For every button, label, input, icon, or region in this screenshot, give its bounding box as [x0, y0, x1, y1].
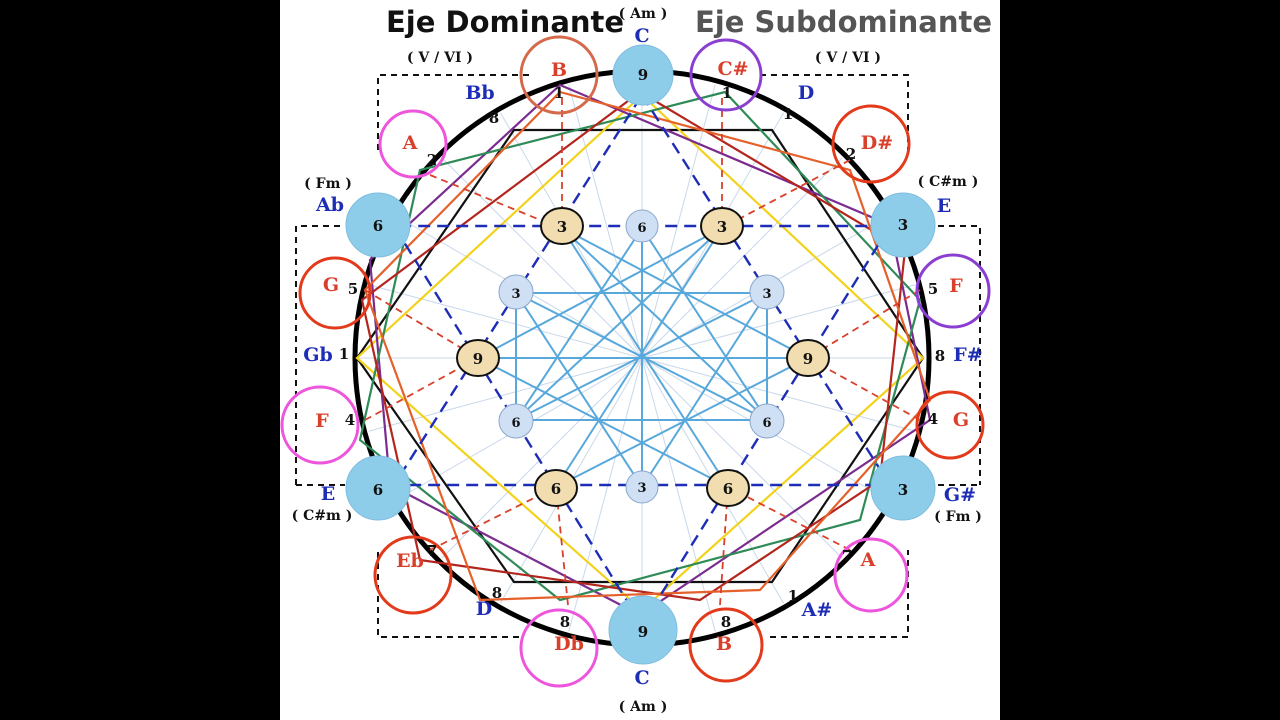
- note-f-left: F: [315, 410, 329, 432]
- node-top: 9: [638, 66, 648, 84]
- yellow-square: [355, 93, 925, 612]
- num-1-right: 1: [783, 105, 793, 123]
- spoke-line: [641, 357, 916, 432]
- node-tan-d2: 6: [723, 480, 733, 498]
- note-b-bottom: B: [716, 633, 732, 655]
- node-ll: 6: [373, 481, 383, 499]
- note-cs: C#: [717, 58, 748, 80]
- spoke-line: [441, 157, 643, 359]
- note-d-top: D: [798, 82, 814, 104]
- chord-fm-bottom: ( Fm ): [934, 509, 982, 525]
- note-e-bottom: E: [321, 483, 335, 505]
- note-ab: Ab: [315, 194, 344, 216]
- node-tan-l: 9: [473, 350, 483, 368]
- num-8-bottom-left: 8: [492, 584, 502, 602]
- note-f-right: F: [949, 275, 963, 297]
- chord-top: ( Am ): [619, 6, 668, 22]
- num-8-bottom-left-2: 8: [560, 613, 570, 631]
- title-left: Eje Dominante: [386, 5, 624, 39]
- num-2-right: 2: [846, 145, 856, 163]
- note-c-bottom: C: [634, 667, 649, 689]
- outer-note-circles: [280, 35, 991, 688]
- num-1-top-right: 1: [722, 84, 732, 102]
- node-tan-r: 9: [803, 350, 813, 368]
- num-5-left: 5: [348, 280, 358, 298]
- note-a-left: A: [402, 132, 418, 154]
- dashed-frames: [295, 74, 981, 638]
- note-eb: Eb: [396, 550, 424, 572]
- node-lb-lr: 6: [762, 416, 771, 431]
- node-tan-u1: 3: [557, 218, 567, 236]
- note-gb: Gb: [303, 344, 333, 366]
- degree-top-right: ( V / VI ): [815, 50, 881, 66]
- chord-csm-bottom: ( C#m ): [292, 508, 353, 524]
- node-lb-ur: 3: [762, 287, 771, 302]
- chord-csm-top: ( C#m ): [918, 174, 979, 190]
- spoke-line: [641, 357, 843, 559]
- note-c-top: C: [634, 25, 649, 47]
- chord-fm-top: ( Fm ): [304, 176, 352, 192]
- note-a-right: A: [860, 549, 876, 571]
- num-1-top-left: 1: [554, 84, 564, 102]
- note-bb: Bb: [465, 82, 494, 104]
- note-fs: F#: [953, 344, 982, 366]
- num-8-mid: 8: [935, 347, 945, 365]
- note-g-right: G: [953, 409, 969, 431]
- note-e-top: E: [937, 195, 951, 217]
- num-8-left: 8: [489, 109, 499, 127]
- spoke-line: [368, 357, 643, 432]
- node-lb-ul: 3: [511, 287, 520, 302]
- light-blue-nodes: [498, 209, 785, 504]
- note-gs: G#: [944, 484, 976, 506]
- num-4-right: 4: [928, 410, 938, 428]
- big-blue-nodes: [345, 44, 936, 665]
- num-1-mid: 1: [339, 345, 349, 363]
- num-8-bottom-right-2: 8: [721, 613, 731, 631]
- note-b-top: B: [551, 59, 567, 81]
- note-g-left: G: [323, 274, 339, 296]
- node-lb-bot: 3: [637, 481, 646, 496]
- green-polygon: [358, 90, 922, 602]
- note-as: A#: [801, 599, 833, 621]
- spoke-line: [568, 357, 643, 632]
- note-ds: D#: [861, 132, 893, 154]
- num-4-left: 4: [345, 411, 355, 429]
- num-5-right: 5: [928, 280, 938, 298]
- inner-hexagram: [477, 226, 809, 489]
- node-tan-d1: 6: [551, 480, 561, 498]
- node-ul: 6: [373, 217, 383, 235]
- title-right: Eje Subdominante: [695, 5, 992, 39]
- chord-bottom: ( Am ): [619, 699, 668, 715]
- node-lr: 3: [898, 481, 908, 499]
- note-db: Db: [554, 633, 584, 655]
- spoke-line: [441, 357, 643, 559]
- spoke-line: [641, 357, 716, 632]
- node-ur: 3: [898, 216, 908, 234]
- tan-nodes: [456, 207, 830, 507]
- num-7-bottom: 7: [427, 542, 437, 560]
- note-d-bottom: D: [476, 598, 492, 620]
- node-bottom: 9: [638, 623, 648, 641]
- num-1-bottom-right: 1: [788, 587, 798, 605]
- node-lb-ll: 6: [511, 416, 520, 431]
- node-lb-top: 6: [637, 221, 646, 236]
- node-tan-u2: 3: [717, 218, 727, 236]
- num-7-right: 7: [842, 547, 852, 565]
- degree-top-left: ( V / VI ): [407, 50, 473, 66]
- num-2-left: 2: [427, 151, 437, 169]
